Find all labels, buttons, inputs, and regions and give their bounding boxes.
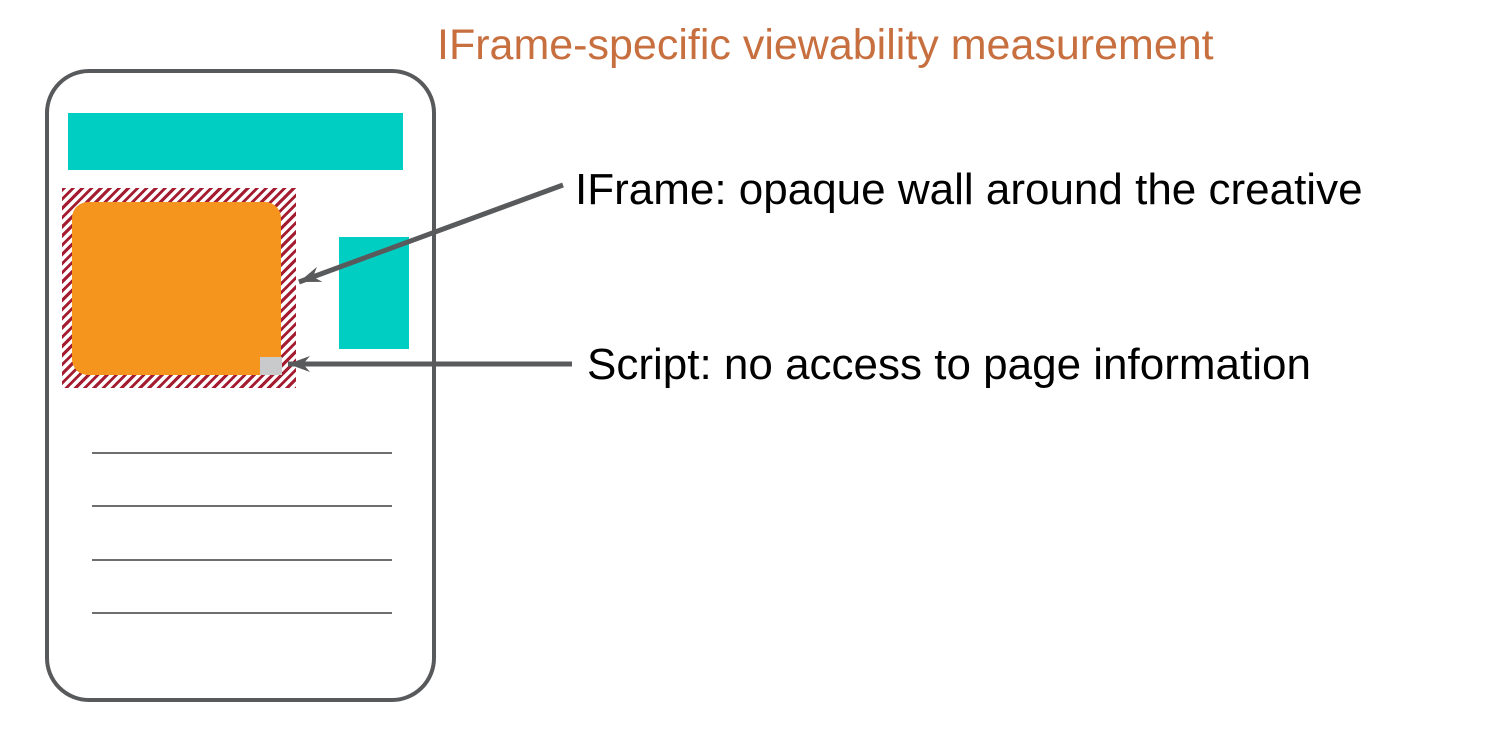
script-square (260, 357, 282, 375)
page-header-bar (68, 113, 403, 170)
webpage-mockup (45, 69, 436, 702)
script-annotation-label: Script: no access to page information (587, 340, 1311, 389)
iframe-annotation-label: IFrame: opaque wall around the creative (575, 165, 1363, 214)
text-placeholder-line (92, 452, 392, 454)
text-placeholder-line (92, 612, 392, 614)
slide-title: IFrame-specific viewability measurement (437, 21, 1214, 69)
text-placeholder-line (92, 505, 392, 507)
iframe-hatched-wall (62, 188, 296, 388)
ad-creative (72, 202, 281, 375)
text-placeholder-line (92, 559, 392, 561)
sidebar-block (339, 237, 409, 349)
